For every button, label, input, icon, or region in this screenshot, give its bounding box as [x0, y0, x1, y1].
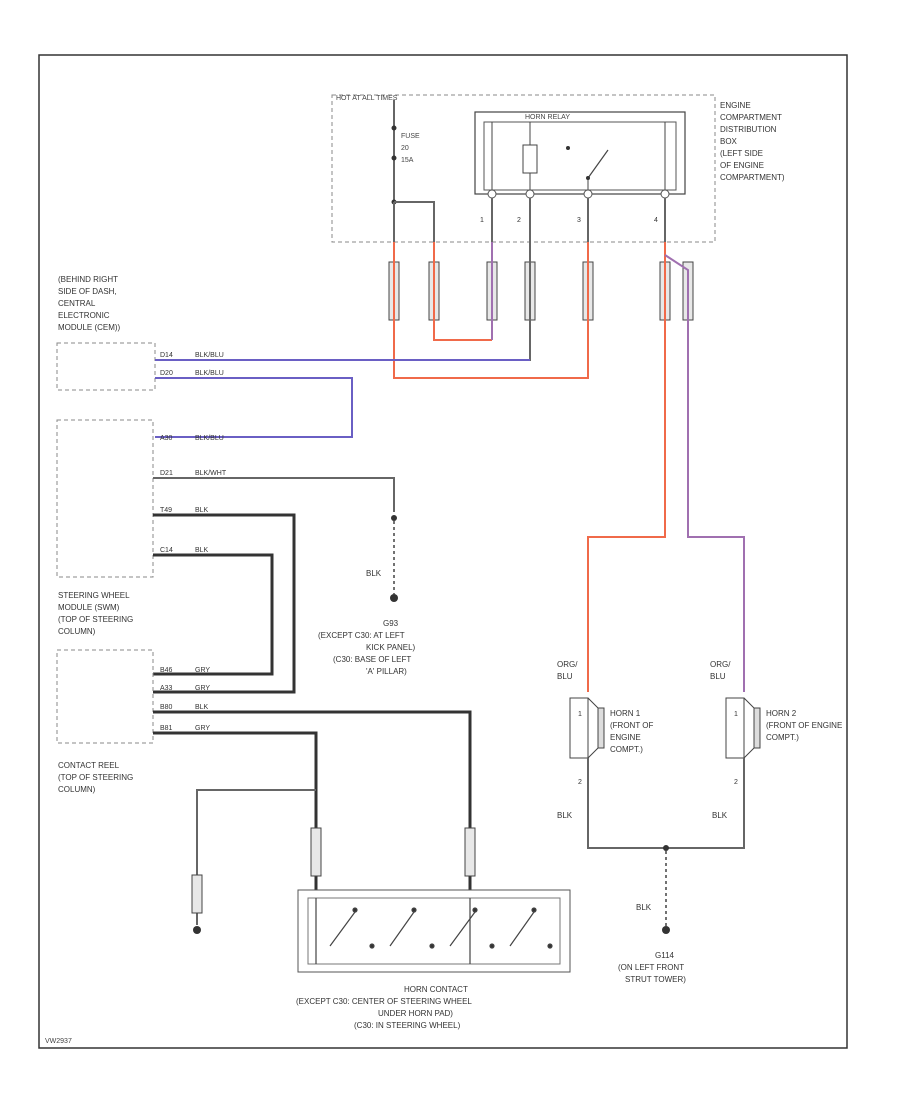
dist-box-line-1: ENGINE [720, 101, 751, 110]
horn2-line-3: COMPT.) [766, 733, 799, 742]
swm-pin-a30: A30 [160, 435, 173, 442]
horn1-wire-2: BLU [557, 672, 573, 681]
swm-pin-c14: C14 [160, 547, 173, 554]
g93-line-3: KICK PANEL) [366, 643, 416, 652]
horn1-pin-2: 2 [578, 779, 582, 786]
horn1-wire-1: ORG/ [557, 660, 578, 669]
horn2-pin-2: 2 [734, 779, 738, 786]
swm-wire-t49: BLK [195, 507, 209, 514]
horn-contact-line-2: (EXCEPT C30: CENTER OF STEERING WHEEL [296, 997, 472, 1006]
reel-line-2: (TOP OF STEERING [58, 773, 133, 782]
g114-line-2: (ON LEFT FRONT [618, 963, 684, 972]
relay-pin-2: 2 [517, 217, 521, 224]
g93-line-2: (EXCEPT C30: AT LEFT [318, 631, 405, 640]
swm-line-4: COLUMN) [58, 627, 96, 636]
reel-line-3: COLUMN) [58, 785, 96, 794]
reel-pin-b80: B80 [160, 704, 173, 711]
relay-pin-4: 4 [654, 217, 658, 224]
relay-switch [587, 149, 609, 179]
reel-pin-a33: A33 [160, 685, 173, 692]
horn1-line-2: (FRONT OF [610, 721, 654, 730]
dist-box-line-7: COMPARTMENT) [720, 173, 785, 182]
g114-ground [662, 926, 670, 934]
fuse-number: 20 [401, 145, 409, 152]
horn-contact [297, 889, 571, 973]
g114-line-3: STRUT TOWER) [625, 975, 686, 984]
dist-box-line-5: (LEFT SIDE [720, 149, 763, 158]
swm-line-1: STEERING WHEEL [58, 591, 130, 600]
g114-line-1: G114 [655, 951, 675, 960]
footer-id: VW2937 [45, 1038, 72, 1045]
swm-outline [56, 419, 154, 578]
steering-ground [193, 926, 201, 934]
contact-reel-outline [56, 649, 154, 744]
reel-wire-b81: GRY [195, 725, 210, 732]
horn1-pin-1: 1 [578, 711, 582, 718]
fuse-rating: 15A [401, 157, 414, 164]
relay-label: HORN RELAY [525, 114, 570, 121]
dist-box-line-4: BOX [720, 137, 738, 146]
horn2-wire-1: ORG/ [710, 660, 731, 669]
horn1-line-3: ENGINE [610, 733, 641, 742]
dist-box-line-6: OF ENGINE [720, 161, 764, 170]
diagram-frame [38, 54, 848, 1049]
cem-line-1: (BEHIND RIGHT [58, 275, 118, 284]
horn2-gnd-wire: BLK [712, 811, 728, 820]
horn1-gnd-wire: BLK [557, 811, 573, 820]
cem-line-3: CENTRAL [58, 299, 96, 308]
reel-wire-b80: BLK [195, 704, 209, 711]
horn2-wire-2: BLU [710, 672, 726, 681]
horn-contact-line-3: UNDER HORN PAD) [378, 1009, 453, 1018]
swm-wire-a30: BLK/BLU [195, 435, 224, 442]
horn1-line-4: COMPT.) [610, 745, 643, 754]
horn-contact-switches [315, 898, 553, 964]
g93-wire: BLK [366, 569, 382, 578]
swm-line-2: MODULE (SWM) [58, 603, 120, 612]
reel-wire-b46: GRY [195, 667, 210, 674]
reel-wire-a33: GRY [195, 685, 210, 692]
reel-pin-b81: B81 [160, 725, 173, 732]
g93-line-5: 'A' PILLAR) [366, 667, 407, 676]
dist-box-line-2: COMPARTMENT [720, 113, 782, 122]
reel-line-1: CONTACT REEL [58, 761, 120, 770]
g93-line-1: G93 [383, 619, 399, 628]
reel-pin-b46: B46 [160, 667, 173, 674]
cem-pin-1: D14 [160, 352, 173, 359]
swm-wire-d21: BLK/WHT [195, 470, 227, 477]
power-box-label: HOT AT ALL TIMES [336, 95, 398, 102]
cem-line-2: SIDE OF DASH, [58, 287, 117, 296]
swm-line-3: (TOP OF STEERING [58, 615, 133, 624]
relay-pin-3: 3 [577, 217, 581, 224]
dist-box-line-3: DISTRIBUTION [720, 125, 777, 134]
swm-pin-d21: D21 [160, 470, 173, 477]
horn-relay [474, 111, 686, 195]
swm-wire-c14: BLK [195, 547, 209, 554]
horn-1 [569, 697, 605, 759]
fuse-label: FUSE [401, 133, 420, 140]
relay-pin-1: 1 [480, 217, 484, 224]
swm-pin-t49: T49 [160, 507, 172, 514]
horn1-line-1: HORN 1 [610, 709, 641, 718]
horn2-line-2: (FRONT OF ENGINE [766, 721, 842, 730]
cem-line-5: MODULE (CEM)) [58, 323, 121, 332]
horn2-line-1: HORN 2 [766, 709, 797, 718]
cem-line-4: ELECTRONIC [58, 311, 110, 320]
distribution-box-outline [331, 94, 716, 243]
cem-wire-1: BLK/BLU [195, 352, 224, 359]
g93-ground [390, 594, 398, 602]
horn-contact-line-1: HORN CONTACT [404, 985, 468, 994]
g114-wire: BLK [636, 903, 652, 912]
relay-coil [522, 144, 538, 174]
horn-contact-line-4: (C30: IN STEERING WHEEL) [354, 1021, 461, 1030]
cem-pin-2: D20 [160, 370, 173, 377]
horn-2 [725, 697, 761, 759]
cem-outline [56, 342, 156, 391]
g93-line-4: (C30: BASE OF LEFT [333, 655, 411, 664]
cem-wire-2: BLK/BLU [195, 370, 224, 377]
horn2-pin-1: 1 [734, 711, 738, 718]
